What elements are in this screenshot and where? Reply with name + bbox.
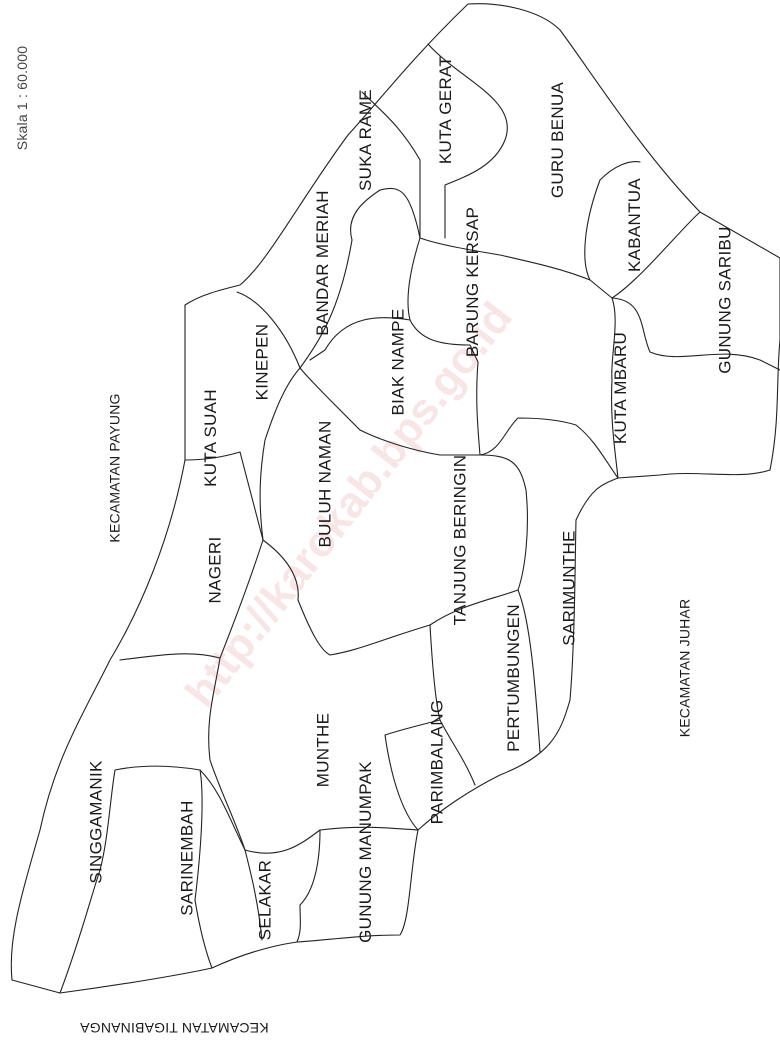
label-suka-rame: SUKA RAME [355, 89, 375, 191]
label-kecamatan-payung: KECAMATAN PAYUNG [106, 393, 123, 543]
label-tanjung-beringin: TANJUNG BERINGIN [450, 454, 470, 626]
label-kabantua: KABANTUA [625, 177, 645, 273]
label-singgamanik: SINGGAMANIK [86, 760, 106, 884]
label-bandar-meriah: BANDAR MERIAH [312, 190, 332, 336]
label-nageri: NAGERI [205, 536, 225, 604]
label-buluh-naman: BULUH NAMAN [315, 420, 335, 548]
label-kinepen: KINEPEN [252, 323, 272, 401]
label-selakar: SELAKAR [255, 859, 275, 941]
label-gunung-manumpak: GUNUNG MANUMPAK [355, 761, 375, 943]
label-kuta-mbaru: KUTA MBARU [611, 331, 631, 445]
scale-text-partial: Skala 1 : 60.000 [14, 45, 31, 151]
label-pertumbungen: PERTUMBUNGEN [503, 604, 523, 752]
label-gunung-saribu: GUNUNG SARIBU [715, 226, 735, 374]
label-parimbalang: PARIMBALANG [427, 699, 447, 825]
label-kecamatan-juhar: KECAMATAN JUHAR [676, 598, 693, 738]
district-boundary [10, 3, 780, 994]
label-barung-kersap: BARUNG KERSAP [463, 206, 483, 358]
label-guru-benua: GURU BENUA [548, 81, 568, 199]
label-biak-nampe: BIAK NAMPE [388, 308, 408, 416]
label-kecamatan-tigabinanga: KECAMATAN TIGABINANGA [80, 1020, 269, 1036]
label-kuta-suah: KUTA SUAH [200, 389, 220, 487]
label-kuta-gerat: KUTA GERAT [436, 55, 456, 165]
label-sarinembah: SARINEMBAH [177, 800, 197, 916]
label-sarimunthe: SARIMUNTHE [559, 530, 579, 646]
label-munthe: MUNTHE [313, 712, 333, 788]
